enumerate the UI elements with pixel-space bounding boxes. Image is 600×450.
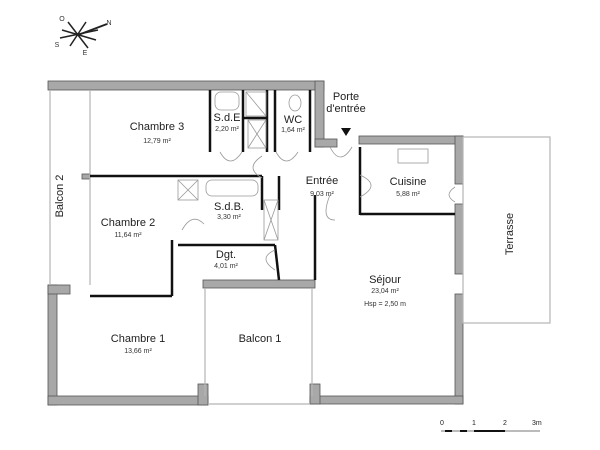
compass-rose-icon [59, 21, 108, 49]
scale-tick-2: 2 [503, 420, 507, 427]
room-area-chambre2: 11,64 m² [114, 232, 142, 239]
room-label-wc: WC [283, 114, 303, 126]
room-label-chambre1: Chambre 1 [110, 333, 166, 345]
entrance-arrow-icon [341, 128, 351, 136]
room-area-dgt: 4,01 m² [214, 263, 238, 270]
room-area-sde: 2,20 m² [215, 126, 239, 133]
room-label-cuisine: Cuisine [389, 176, 427, 188]
room-area-chambre3: 12,79 m² [143, 138, 171, 145]
compass-west-label: O [59, 16, 65, 23]
compass-east-label: E [82, 50, 88, 57]
room-label-dgt: Dgt. [215, 249, 237, 261]
room-area-chambre1: 13,66 m² [124, 348, 152, 355]
room-label-balcon2: Balcon 2 [54, 174, 66, 218]
ceiling-height: Hsp = 2,50 m [364, 301, 406, 308]
room-label-chambre2: Chambre 2 [100, 217, 156, 229]
compass-north-label: N [106, 20, 112, 27]
room-area-sdb: 3,30 m² [217, 214, 241, 221]
room-label-chambre3: Chambre 3 [129, 121, 185, 133]
room-label-sejour: Séjour [369, 274, 401, 286]
room-area-sejour: 23,04 m² [371, 288, 399, 295]
scale-tick-0: 0 [440, 420, 444, 427]
room-label-balcon1: Balcon 1 [238, 333, 282, 345]
room-area-wc: 1,64 m² [281, 127, 305, 134]
entrance-label-line1: Porte [332, 91, 360, 103]
room-label-entree: Entrée [305, 175, 339, 187]
scale-tick-1: 1 [472, 420, 476, 427]
room-label-sdb: S.d.B. [214, 201, 244, 213]
compass-south-label: S [54, 42, 60, 49]
room-label-terrasse: Terrasse [504, 212, 516, 256]
room-area-entree: 9,03 m² [310, 191, 334, 198]
room-area-cuisine: 5,88 m² [396, 191, 420, 198]
entrance-label-line2: d'entrée [326, 103, 366, 115]
scale-tick-3: 3m [532, 420, 542, 427]
room-label-sde: S.d.E [213, 112, 241, 124]
